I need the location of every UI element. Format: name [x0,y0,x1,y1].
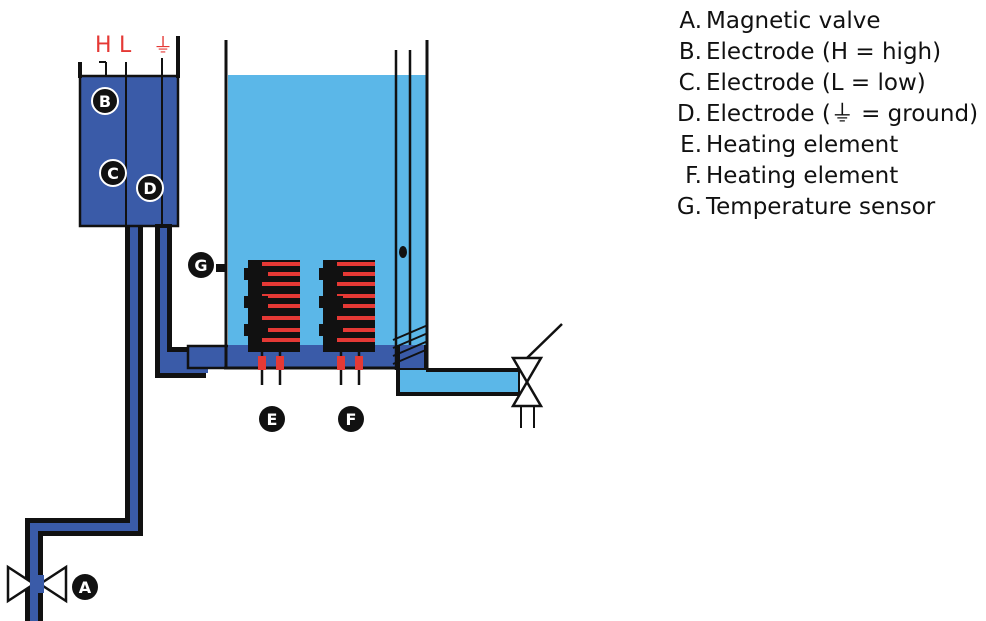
marker-b: B [91,87,119,115]
inlet-pipe-water [30,222,138,621]
legend-text: Electrode (L = low) [706,70,926,96]
legend-text: Magnetic valve [706,8,881,34]
legend-letter: C. [678,70,702,96]
legend-item-a: A.Magnetic valve [640,6,978,37]
legend-item-g: G.Temperature sensor [640,192,978,223]
drain-valve [510,323,563,428]
heating-element-f [319,260,375,385]
float-ball [399,246,407,258]
legend-item-f: F.Heating element [640,161,978,192]
legend-item-b: B.Electrode (H = high) [640,37,978,68]
svg-text:G: G [194,256,207,275]
legend-letter: E. [680,132,702,158]
standpipe [394,50,412,370]
marker-f: F [338,406,364,432]
electrode-rods [99,58,163,226]
legend-letter: G. [676,194,702,220]
legend-letter: D. [676,101,702,127]
legend-text: Electrode (H = high) [706,39,942,65]
connecting-pipe-outline [155,224,206,378]
marker-g: G [188,252,214,278]
legend-text: Heating element [706,132,899,158]
legend-letter: B. [678,39,702,65]
marker-a: A [72,574,98,600]
inlet-pipe [25,220,143,621]
valve-left-triangle [6,564,37,604]
svg-text:D: D [143,179,156,198]
legend-item-d: D.Electrode (⏚ = ground) [640,99,978,130]
marker-c: C [99,159,127,187]
legend-item-e: E.Heating element [640,130,978,161]
temperature-sensor [216,264,226,272]
electrode-ground-label: ⏚ [153,33,173,57]
heating-element-e [244,260,300,385]
marker-e: E [259,406,285,432]
legend-letter: A. [679,8,702,34]
drain-coil [392,324,429,365]
steam-generator-diagram: H L ⏚ [6,33,563,621]
electrode-h-label: H [95,33,112,58]
electrode-vessel: H L ⏚ [78,33,180,228]
drain-valve-actuator [526,323,563,359]
magnetic-valve [6,564,68,604]
electrode-l-label: L [119,33,132,58]
legend-item-c: C.Electrode (L = low) [640,68,978,99]
legend-letter: F. [685,163,702,189]
inlet-pipe-outline [25,220,143,621]
legend-text: Heating element [706,163,899,189]
svg-text:E: E [267,410,278,429]
marker-d: D [136,174,164,202]
drain-valve-bottom-triangle [510,379,544,408]
svg-text:B: B [99,92,111,111]
legend-text: Temperature sensor [706,194,936,220]
connecting-pipe [155,224,232,378]
svg-text:A: A [79,578,92,597]
svg-text:F: F [346,410,357,429]
svg-text:C: C [107,164,119,183]
legend: A.Magnetic valve B.Electrode (H = high) … [640,6,978,223]
legend-text: Electrode (⏚ = ground) [706,101,979,127]
valve-right-triangle [37,564,68,604]
drain-pipe-water [400,370,518,392]
drain-pipe [392,324,520,396]
